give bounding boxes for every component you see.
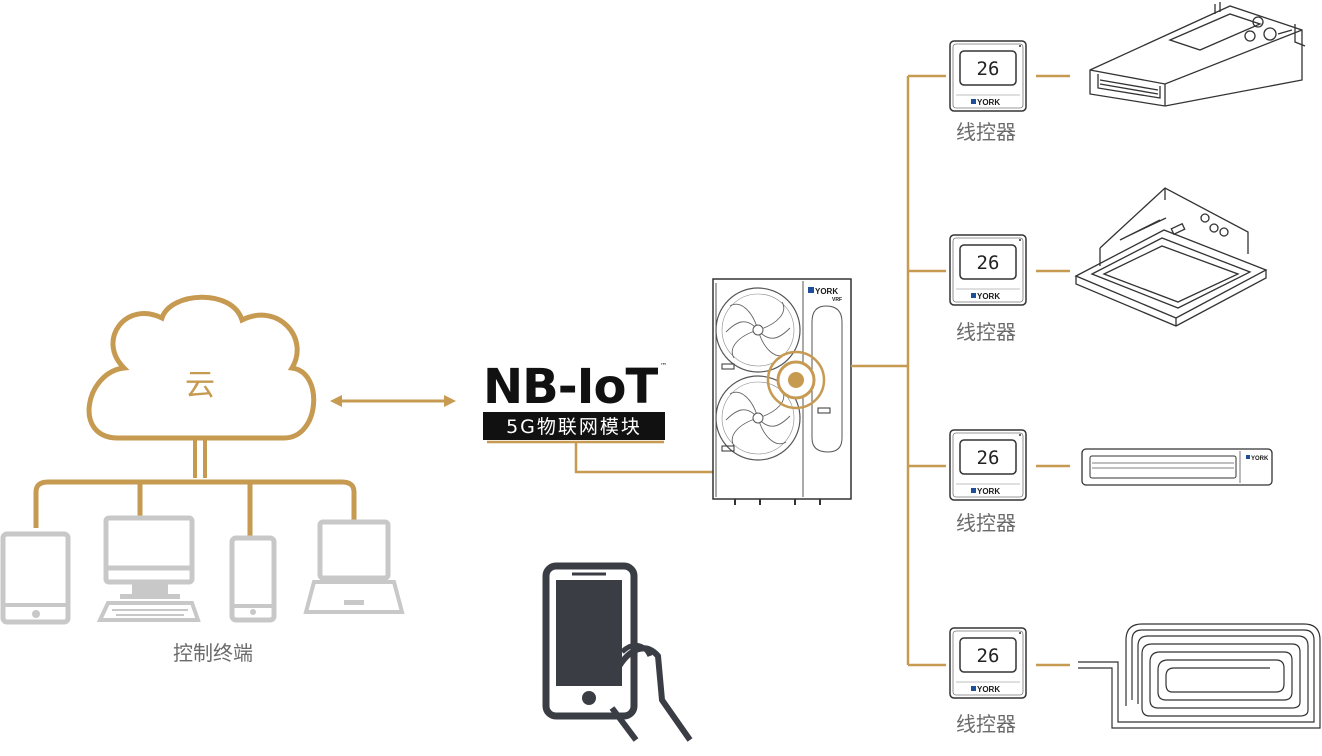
module-subtitle: 5G物联网模块 (506, 416, 642, 438)
cassette-unit-icon (1074, 187, 1268, 327)
module-title: NB-IoT (483, 359, 659, 415)
cloud-icon: 云 (86, 294, 317, 441)
controller-label-1: 线控器 (956, 120, 1016, 144)
module-trademark: ™ (660, 362, 667, 370)
controller-display: 26 (977, 252, 1000, 274)
controller-display: 26 (977, 645, 1000, 667)
wired-controller-icon (949, 40, 1027, 112)
controller-label-4: 线控器 (956, 712, 1016, 736)
distribution-lines (851, 74, 1070, 667)
wall-unit-icon: YORK (1081, 448, 1273, 486)
wired-controller-3: 26 YORK (949, 429, 1027, 501)
wired-controller-icon (949, 234, 1027, 306)
nb-iot-module: NB-IoT ™ 5G物联网模块 (483, 359, 667, 444)
wired-controller-1: 26 YORK (949, 40, 1027, 112)
floor-heating-coil-icon (1078, 623, 1321, 729)
phone-icon (229, 535, 277, 623)
cloud-label: 云 (185, 368, 215, 403)
outdoor-unit-brand: YORK (815, 287, 838, 296)
controller-display: 26 (977, 447, 1000, 469)
desktop-icon (96, 515, 201, 622)
wall-unit-brand: YORK (1251, 456, 1269, 462)
wired-controller-icon (949, 429, 1027, 501)
controller-brand: YORK (977, 292, 1000, 301)
wired-controller-4: 26 YORK (949, 627, 1027, 699)
cloud-module-arrow (330, 395, 456, 407)
wired-controller-icon (949, 627, 1027, 699)
controller-brand: YORK (977, 685, 1000, 694)
controller-brand: YORK (977, 487, 1000, 496)
controller-label-2: 线控器 (956, 320, 1016, 344)
controller-brand: YORK (977, 98, 1000, 107)
ducted-unit-icon (1089, 2, 1306, 107)
controller-label-3: 线控器 (956, 511, 1016, 535)
laptop-icon (303, 519, 405, 614)
module-location-marker (766, 350, 826, 410)
controller-display: 26 (977, 58, 1000, 80)
wired-controller-2: 26 YORK (949, 234, 1027, 306)
cloud-tree-lines (33, 438, 357, 538)
outdoor-unit-model: VRF (832, 297, 842, 303)
hand-phone-icon (542, 562, 693, 742)
terminals-label: 控制终端 (173, 641, 253, 665)
tablet-icon (0, 531, 71, 625)
